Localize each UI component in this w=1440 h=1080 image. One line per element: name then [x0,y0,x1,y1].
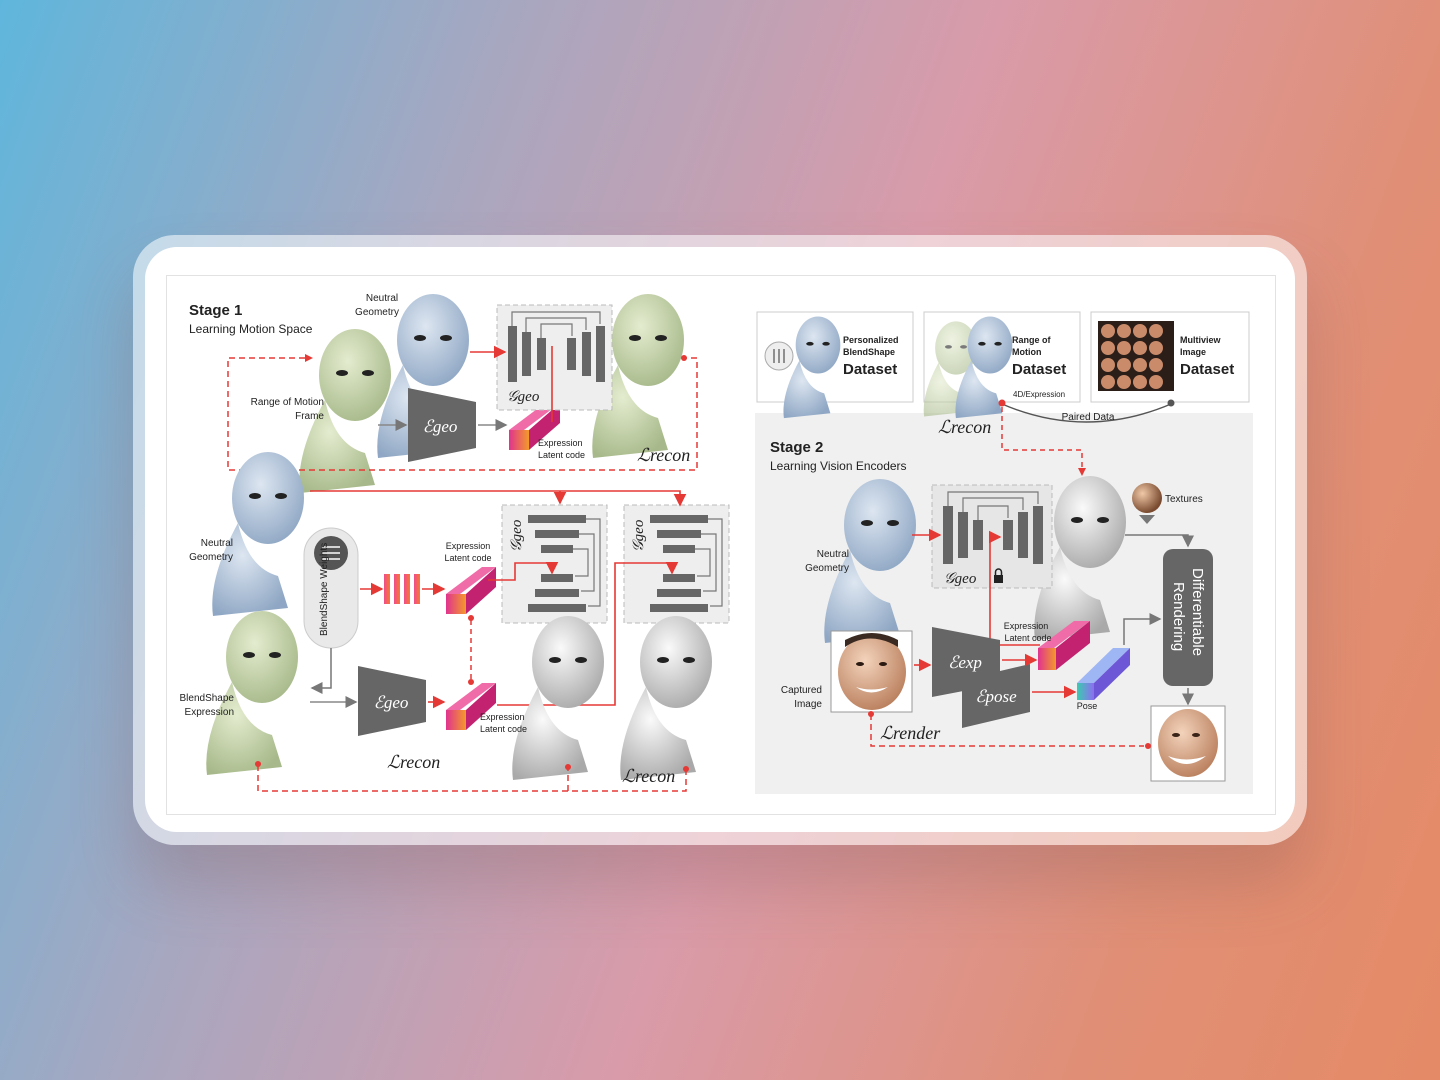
dataset-2-small-2: Motion [1012,347,1042,357]
latent-bot-label-1: Expression [480,712,525,722]
neutral-mid-label-2: Geometry [189,552,233,563]
latent-code-mid [446,567,496,614]
loss-recon-bot-2: ℒrecon [622,766,675,786]
stage2-neutral-label-2: Geometry [805,563,849,574]
latent-bot-label-2: Latent code [480,724,527,734]
stage2-neutral-label-1: Neutral [817,549,849,560]
dataset-3-big: Dataset [1180,361,1234,378]
neutral-mid-label-1: Neutral [201,538,233,549]
stage1-title: Stage 1 [189,302,242,319]
stage2-decoder-geo-label: 𝒢geo [944,571,977,587]
neutral-geometry-top-label-2: Geometry [355,307,399,318]
stage2-title: Stage 2 [770,439,823,456]
diff-render-label-1: Differentiable [1189,568,1206,656]
stage2-latent-label-1: Expression [1004,621,1049,631]
pose-label: Pose [1077,701,1098,711]
captured-label-2: Image [794,699,822,710]
range-motion-label-2: Frame [295,411,324,422]
weights-bars [384,574,420,604]
decoder-geo-mid-2-label: 𝒢geo [631,519,647,552]
stage2-subtitle: Learning Vision Encoders [770,459,907,473]
dataset-3-small-1: Multiview [1180,335,1222,345]
stage1-subtitle: Learning Motion Space [189,322,313,336]
captured-face [838,634,906,710]
encoder-exp-label: ℰexp [948,653,982,672]
texture-ball [1132,483,1162,513]
encoder-pose [962,664,1030,728]
stage2-latent-code [1038,621,1090,670]
textures-label: Textures [1165,494,1203,505]
dataset-1-small-1: Personalized [843,335,899,345]
decoder-geo-mid-1-label: 𝒢geo [509,519,525,552]
encoder-geo-bot [358,666,426,736]
dataset-3-small-2: Image [1180,347,1206,357]
reconstructed-head-bot-1 [512,616,604,780]
differentiable-rendering-block [1163,549,1213,686]
encoder-geo-bot-label: ℰgeo [374,693,409,712]
blendshape-weights-label: BlendShape Weights [319,543,330,636]
paired-data-label: Paired Data [1062,412,1115,423]
textures-down-arrow [1139,515,1155,524]
neutral-geometry-head-mid [212,452,304,616]
dataset-2-small-1: Range of [1012,335,1052,345]
lock-icon [994,568,1003,583]
dataset-1-big: Dataset [843,361,897,378]
loss-recon-top: ℒrecon [637,445,690,465]
multiview-image-grid [1098,321,1174,391]
dataset-2-big: Dataset [1012,361,1066,378]
loss-recon-bot-1: ℒrecon [387,752,440,772]
blendshape-expr-label-2: Expression [185,707,234,718]
rendered-face [1158,709,1218,777]
latent-code-bot [446,683,496,730]
stage2-loss-recon: ℒrecon [938,417,991,437]
blendshape-expr-label-1: BlendShape [180,693,235,704]
encoder-geo-top-label: ℰgeo [423,417,458,436]
latent-mid-label-2: Latent code [444,553,491,563]
latent-top-label-2: Latent code [538,450,585,460]
loss-render: ℒrender [880,723,941,743]
diff-render-label-2: Rendering [1170,582,1187,651]
latent-top-label-1: Expression [538,438,583,448]
stage2-latent-label-2: Latent code [1004,633,1051,643]
encoder-pose-label: ℰpose [975,687,1017,706]
neutral-geometry-top-label-1: Neutral [366,293,398,304]
decoder-geo-top-label: 𝒢geo [507,389,540,405]
latent-mid-label-1: Expression [446,541,491,551]
dataset-1-small-2: BlendShape [843,347,895,357]
captured-label-1: Captured [781,685,822,696]
encoder-geo-top [408,388,476,462]
reconstructed-head-bot-2 [620,616,712,780]
dataset-2-note: 4D/Expression [1013,390,1065,399]
range-motion-label-1: Range of Motion [251,397,324,408]
pose-code [1077,648,1130,700]
